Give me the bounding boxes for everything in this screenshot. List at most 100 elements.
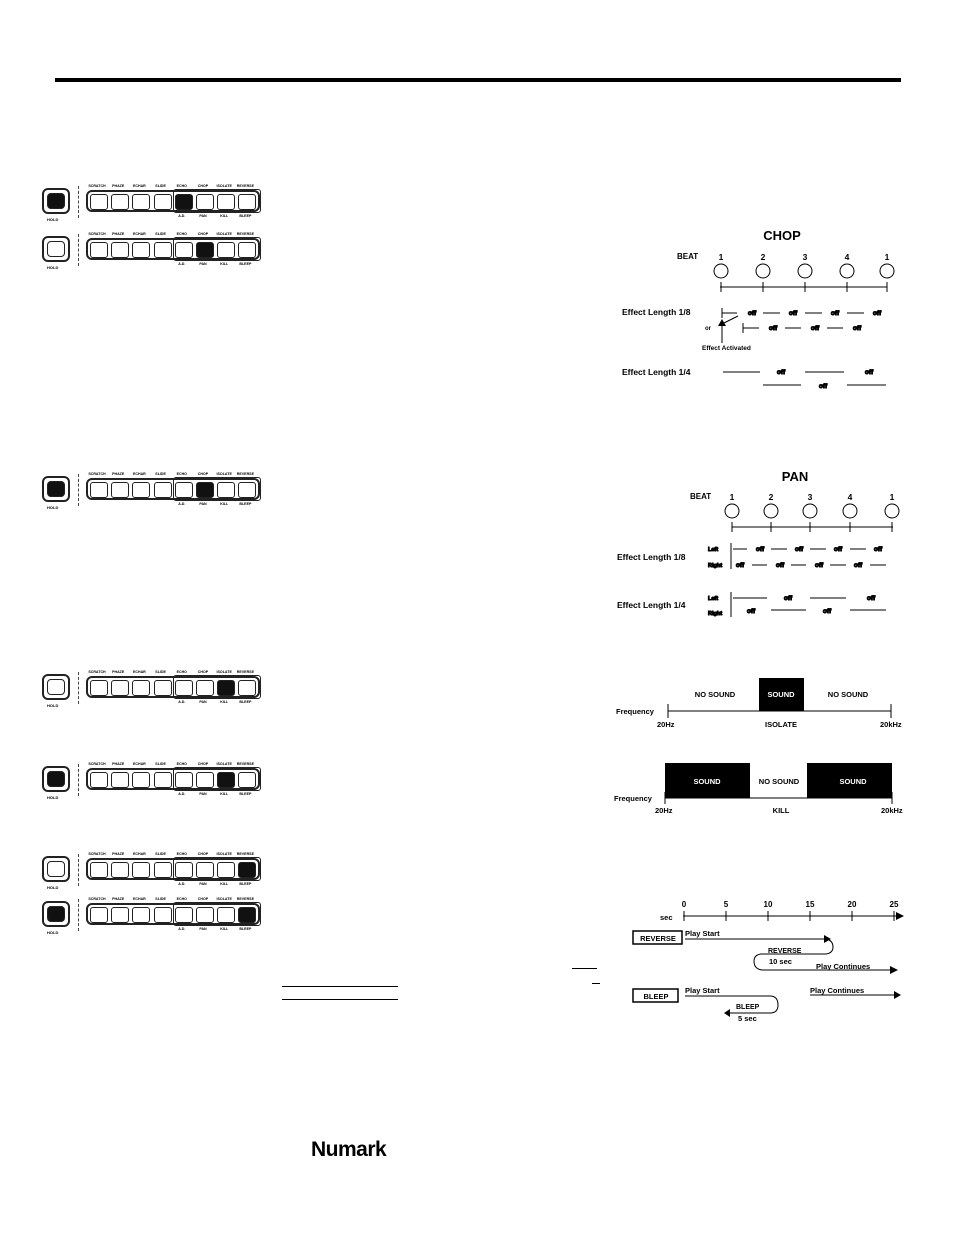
- effect-button[interactable]: [174, 194, 193, 210]
- pan-off-label: off: [834, 546, 843, 553]
- effect-button[interactable]: [111, 242, 130, 258]
- effect-button-strip: [86, 238, 260, 260]
- pan-left-label: Left: [708, 547, 718, 553]
- effect-button[interactable]: [174, 482, 193, 498]
- effect-button-label: ISOLATE: [216, 762, 232, 766]
- reverse-box: [632, 930, 683, 945]
- effect-button[interactable]: [196, 907, 214, 923]
- effect-button[interactable]: [132, 862, 151, 878]
- hold-button[interactable]: [42, 766, 70, 792]
- effect-button-label: SCRATCH: [88, 670, 106, 674]
- effect-button[interactable]: [174, 242, 193, 258]
- hold-button[interactable]: [42, 674, 70, 700]
- effect-button[interactable]: [90, 194, 108, 210]
- effect-button[interactable]: [217, 194, 236, 210]
- effect-button[interactable]: [153, 482, 172, 498]
- effect-button[interactable]: [111, 194, 130, 210]
- effect-button[interactable]: [132, 242, 151, 258]
- effect-button[interactable]: [196, 862, 214, 878]
- effect-button[interactable]: [174, 862, 193, 878]
- effect-button-label: REVERSE: [236, 184, 254, 188]
- isolate-sound-label: SOUND: [767, 690, 795, 699]
- chop-beat-number: 1: [885, 252, 890, 262]
- effect-button[interactable]: [153, 772, 172, 788]
- kill-diagram: SOUND NO SOUND SOUND Frequency 20Hz KILL…: [614, 763, 903, 815]
- effect-button[interactable]: [132, 772, 151, 788]
- effect-button[interactable]: [111, 772, 130, 788]
- effect-button-alt-label: A.D.: [178, 882, 186, 886]
- effect-button[interactable]: [153, 680, 172, 696]
- isolate-sound-block: [759, 678, 804, 711]
- chop-off-label: off: [811, 325, 820, 332]
- effect-button[interactable]: [196, 242, 214, 258]
- effect-button[interactable]: [217, 907, 236, 923]
- chop-off-label: off: [831, 310, 840, 317]
- effect-button[interactable]: [238, 772, 257, 788]
- effect-button[interactable]: [111, 482, 130, 498]
- chop-off-label: off: [853, 325, 862, 332]
- chop-activated-label: Effect Activated: [702, 345, 751, 352]
- effect-button-label: PHAZE: [112, 852, 125, 856]
- isolate-low: 20Hz: [657, 720, 675, 729]
- effect-button[interactable]: [90, 862, 108, 878]
- effect-button[interactable]: [238, 680, 257, 696]
- effect-button[interactable]: [111, 907, 130, 923]
- effect-button[interactable]: [132, 680, 151, 696]
- effect-button[interactable]: [217, 680, 236, 696]
- effect-button[interactable]: [174, 772, 193, 788]
- hold-button[interactable]: [42, 476, 70, 502]
- divider: [78, 899, 79, 931]
- divider: [78, 854, 79, 886]
- hold-button[interactable]: [42, 901, 70, 927]
- pan-right-label: Right: [708, 611, 722, 617]
- hold-button[interactable]: [42, 236, 70, 262]
- hold-button[interactable]: [42, 188, 70, 214]
- effect-button[interactable]: [132, 907, 151, 923]
- pan-beat-number: 2: [769, 492, 774, 502]
- effect-button-label: ISOLATE: [216, 184, 232, 188]
- effect-button[interactable]: [90, 907, 108, 923]
- effect-button[interactable]: [217, 862, 236, 878]
- effect-button[interactable]: [174, 680, 193, 696]
- effect-button[interactable]: [111, 862, 130, 878]
- effect-button[interactable]: [111, 680, 130, 696]
- chop-beat-circle: [839, 263, 855, 279]
- effect-button[interactable]: [90, 482, 108, 498]
- chop-beat-circle: [755, 263, 771, 279]
- pan-beat-circle: [842, 503, 858, 519]
- effect-button[interactable]: [196, 482, 214, 498]
- effect-button-label: ECHO: [176, 670, 187, 674]
- effect-button[interactable]: [90, 242, 108, 258]
- effect-button-strip: [86, 903, 260, 925]
- effect-button[interactable]: [238, 194, 257, 210]
- hold-button[interactable]: [42, 856, 70, 882]
- effect-button[interactable]: [132, 482, 151, 498]
- effect-button[interactable]: [196, 772, 214, 788]
- effect-button[interactable]: [217, 242, 236, 258]
- effect-button[interactable]: [217, 482, 236, 498]
- effect-button[interactable]: [90, 772, 108, 788]
- effect-button-label: CHOP: [197, 897, 209, 901]
- effect-button[interactable]: [153, 862, 172, 878]
- effect-button[interactable]: [153, 242, 172, 258]
- effect-button-label: PHAZE: [112, 762, 125, 766]
- effect-button[interactable]: [238, 242, 257, 258]
- effect-button[interactable]: [196, 680, 214, 696]
- effect-button[interactable]: [238, 862, 257, 878]
- effect-button[interactable]: [153, 194, 172, 210]
- effect-button[interactable]: [196, 194, 214, 210]
- effect-button-label: PHAZE: [112, 232, 125, 236]
- kill-name: KILL: [773, 806, 790, 815]
- isolate-frequency-label: Frequency: [616, 707, 655, 716]
- effect-button[interactable]: [153, 907, 172, 923]
- pan-title: PAN: [782, 469, 808, 484]
- effect-button[interactable]: [90, 680, 108, 696]
- effect-button-alt-label: PAN: [199, 792, 207, 796]
- effect-button[interactable]: [238, 482, 257, 498]
- effect-button[interactable]: [132, 194, 151, 210]
- effect-button-label: REVERSE: [236, 762, 254, 766]
- chop-beat-number: 3: [803, 252, 808, 262]
- effect-button[interactable]: [238, 907, 257, 923]
- effect-button[interactable]: [217, 772, 236, 788]
- effect-button[interactable]: [174, 907, 193, 923]
